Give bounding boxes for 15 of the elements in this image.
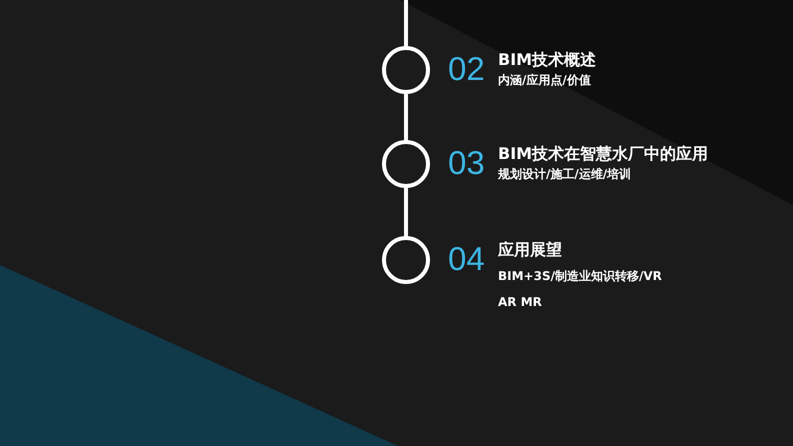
step-number: 02 — [448, 50, 485, 88]
connector-line — [404, 188, 408, 236]
timeline-circle — [382, 140, 430, 188]
section-title: 应用展望 — [498, 240, 562, 260]
section-subtitle: 内涵/应用点/价值 — [498, 72, 592, 89]
connector-line — [404, 0, 408, 46]
step-number: 03 — [448, 144, 485, 182]
section-title: BIM技术在智慧水厂中的应用 — [498, 144, 708, 164]
timeline-circle — [382, 46, 430, 94]
section-subtitle: BIM+3S/制造业知识转移/VR AR MR — [498, 268, 663, 311]
timeline-circle — [382, 236, 430, 284]
step-number: 04 — [448, 240, 485, 278]
section-subtitle: 规划设计/施工/运维/培训 — [498, 166, 632, 183]
connector-line — [404, 94, 408, 140]
section-title: BIM技术概述 — [498, 50, 596, 70]
